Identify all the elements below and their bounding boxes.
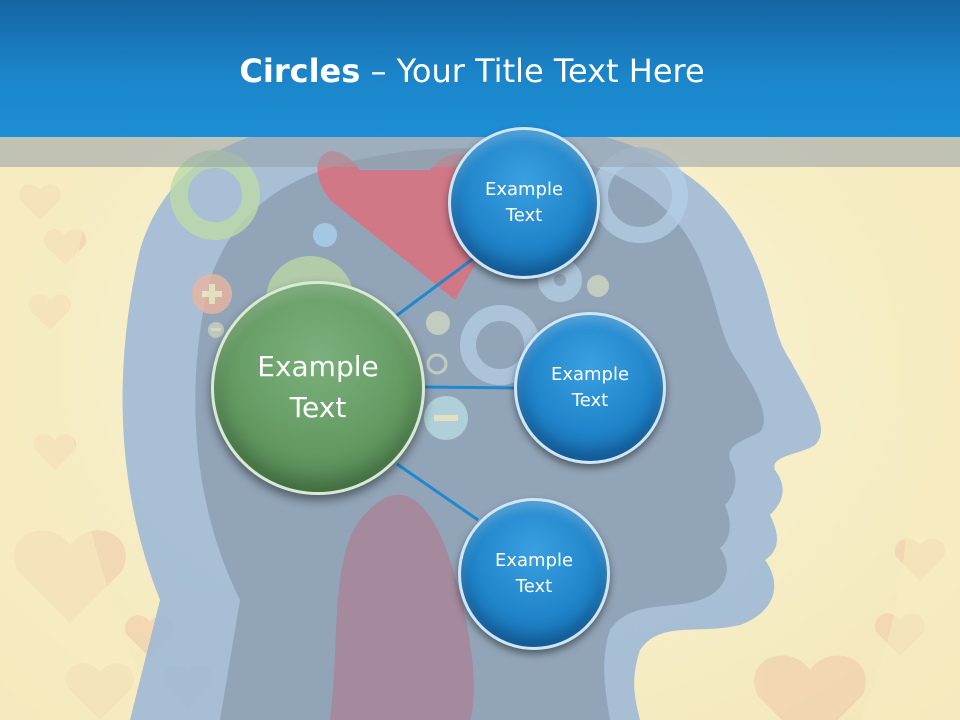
- connector-line-top: [395, 253, 479, 318]
- connector-line-bottom: [396, 462, 479, 522]
- circle-node-top[interactable]: Example Text: [448, 127, 600, 279]
- slide-title: Circles – Your Title Text Here: [0, 52, 944, 90]
- plus-icon: [192, 274, 232, 314]
- slide-title-bold: Circles: [239, 52, 361, 90]
- circle-node-bottom-label: Example Text: [494, 549, 574, 597]
- slide-title-rest: – Your Title Text Here: [360, 52, 705, 90]
- minus-icon: [424, 396, 468, 440]
- gear-icon: [313, 223, 337, 247]
- circle-center-label: Example Text: [257, 350, 379, 424]
- circle-node-middle[interactable]: Example Text: [514, 312, 666, 464]
- circle-node-middle-label: Example Text: [550, 363, 630, 411]
- minus-icon: [208, 322, 224, 338]
- connector-line-middle: [424, 385, 516, 390]
- gear-icon: [426, 275, 609, 375]
- circle-node-top-label: Example Text: [484, 178, 564, 226]
- circle-node-bottom[interactable]: Example Text: [458, 498, 610, 650]
- title-bar: [0, 0, 960, 137]
- circle-center[interactable]: Example Text: [211, 281, 425, 495]
